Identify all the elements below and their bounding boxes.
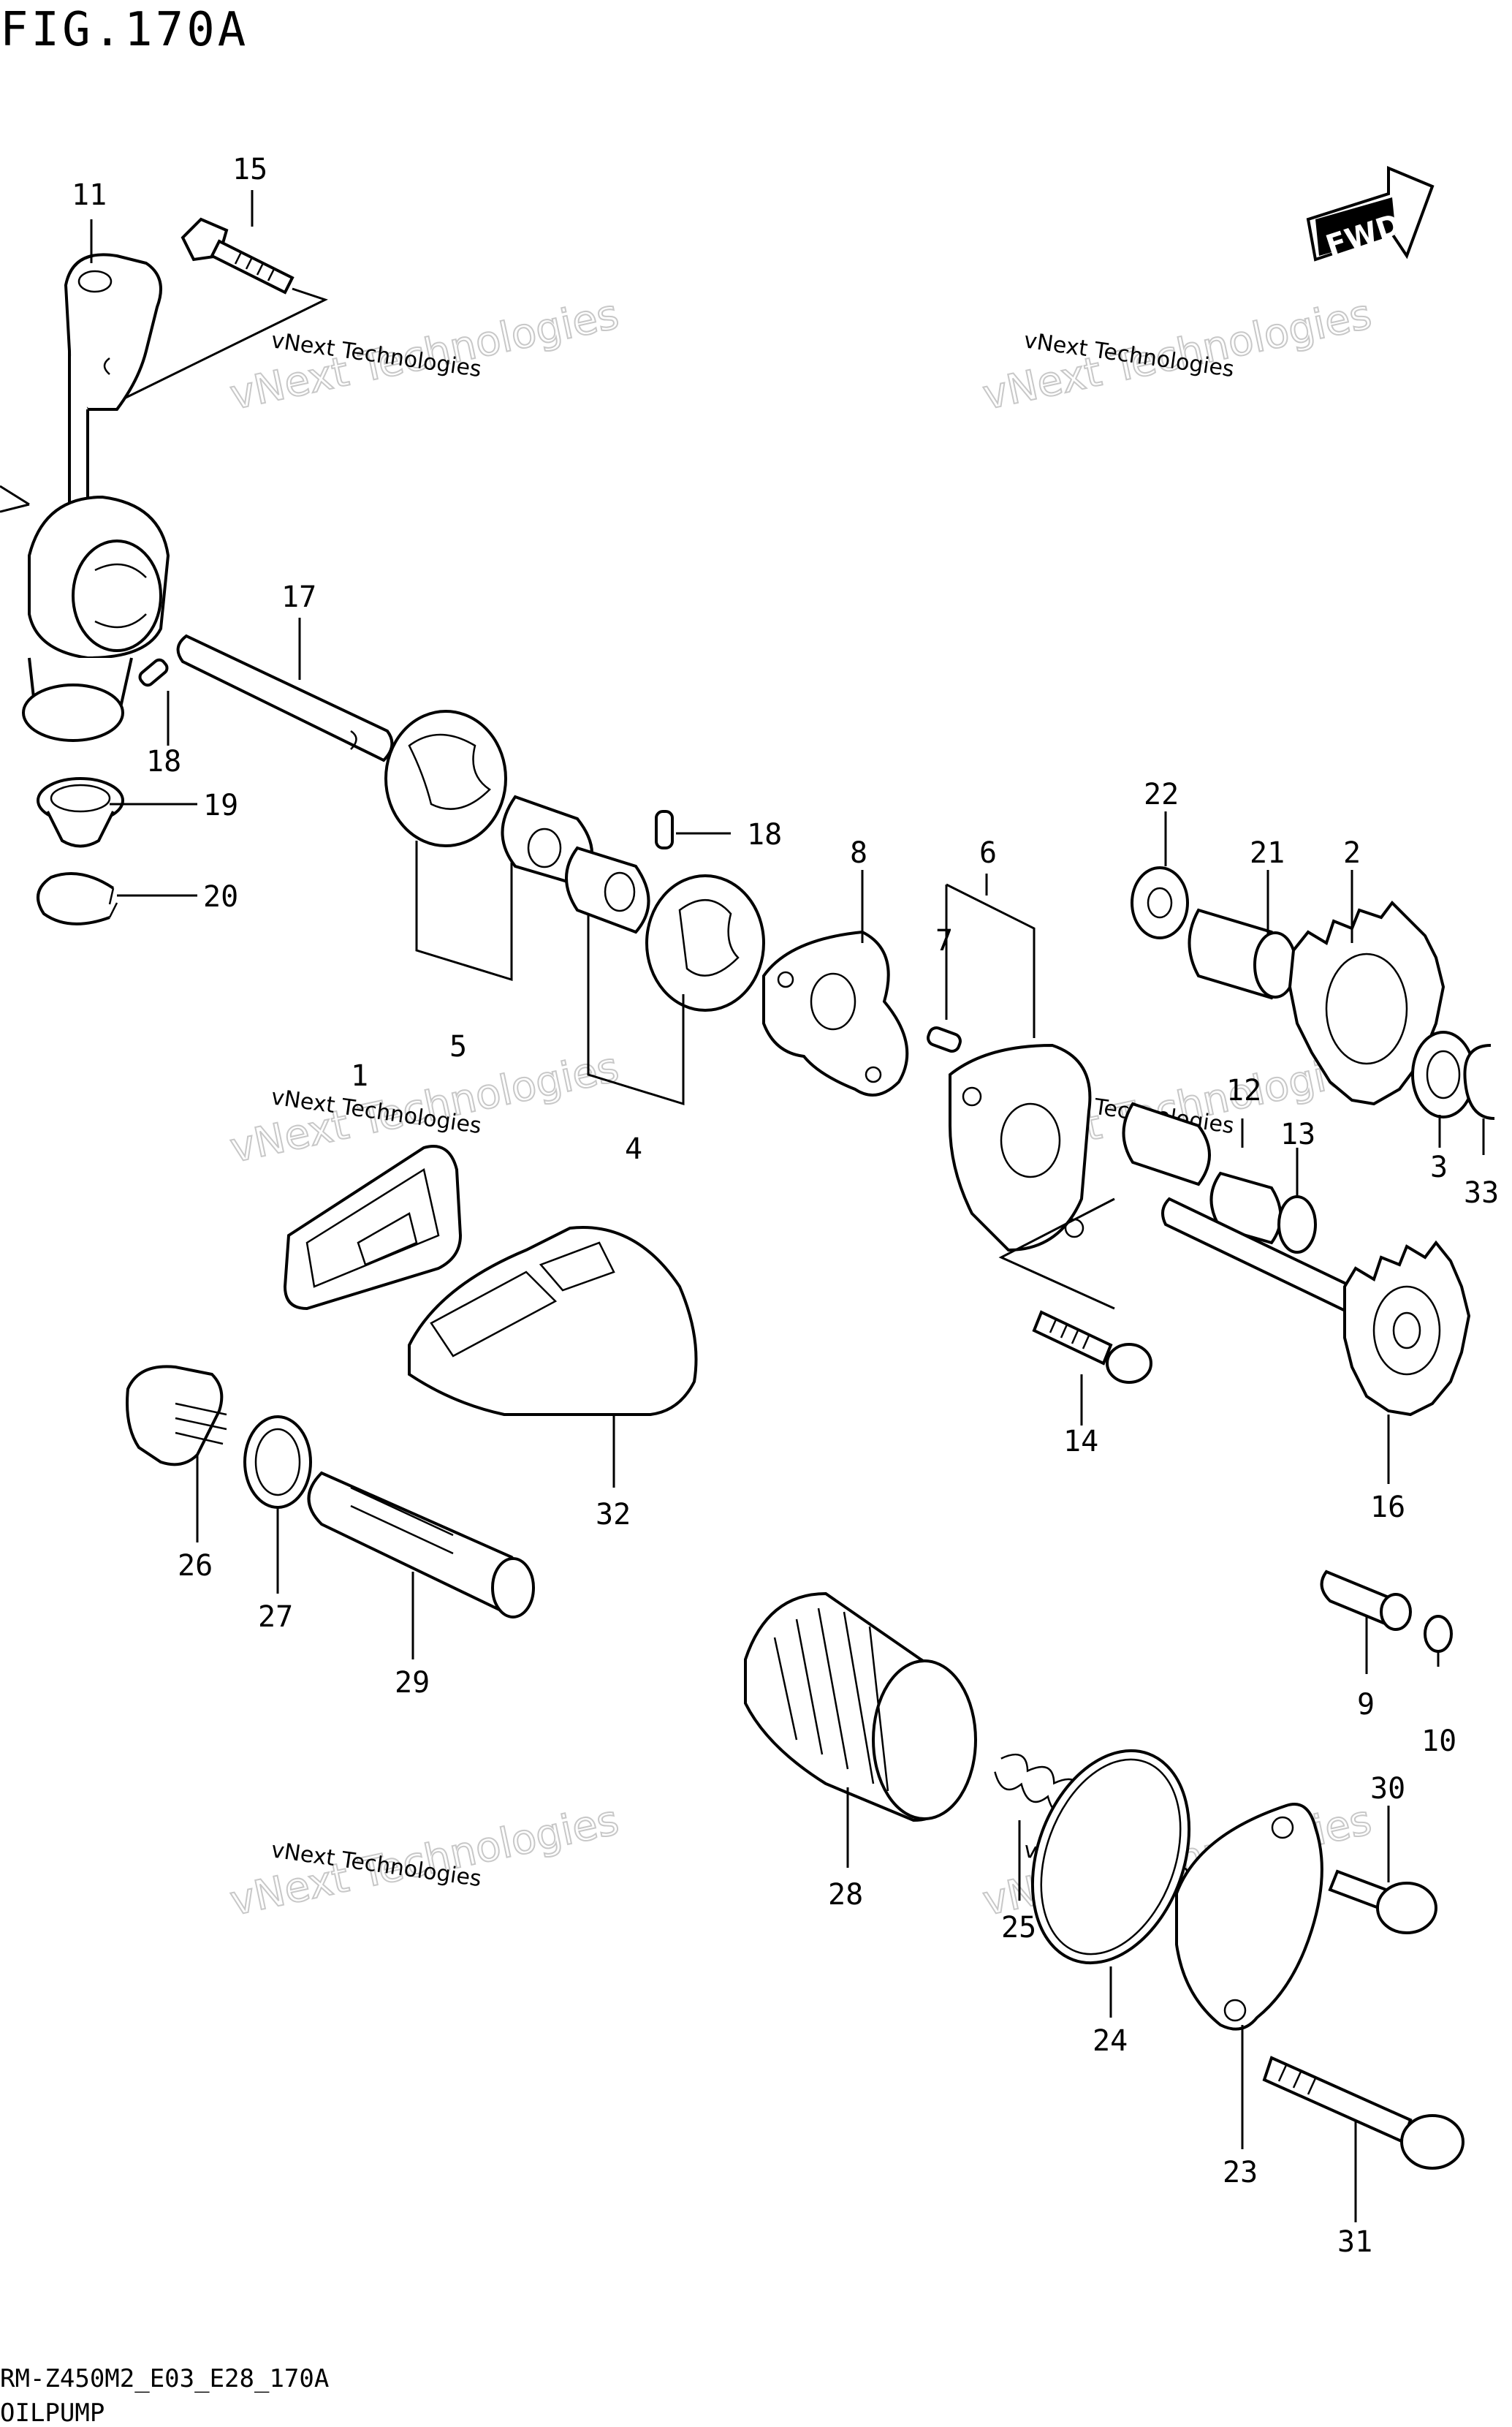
footer-code: RM-Z450M2_E03_E28_170A xyxy=(0,2364,329,2393)
callout-18a: 18 xyxy=(146,745,181,779)
part-9-fitting xyxy=(1320,1570,1412,1674)
bracket-5 xyxy=(415,841,513,982)
part-26-drain-plug xyxy=(126,1365,227,1542)
part-27-o-ring xyxy=(243,1415,312,1594)
part-14-bolt xyxy=(998,1197,1152,1384)
watermark-1: vNext Technologies vNext Technologies xyxy=(225,290,623,420)
callout-6: 6 xyxy=(979,836,997,870)
callout-18b: 18 xyxy=(747,818,782,852)
part-32-cover xyxy=(408,1226,698,1488)
figure-title: FIG.170A xyxy=(0,3,248,57)
part-12-sleeve xyxy=(1122,1102,1283,1245)
watermark-5: vNext Technologies vNext Technologies xyxy=(225,1796,623,1926)
footer-section: OILPUMP xyxy=(0,2398,105,2427)
callout-5: 5 xyxy=(449,1030,467,1064)
part-21-shaft xyxy=(1188,908,1297,1000)
part-18-pin-a xyxy=(138,658,169,687)
callout-4: 4 xyxy=(625,1132,642,1166)
part-2-sprocket xyxy=(1288,900,1445,1106)
callout-20: 20 xyxy=(203,880,238,914)
callout-3: 3 xyxy=(1430,1151,1448,1184)
part-22-washer xyxy=(1131,866,1189,939)
callout-13: 13 xyxy=(1280,1118,1315,1151)
callout-33: 33 xyxy=(1464,1176,1499,1210)
callout-22: 22 xyxy=(1144,778,1179,811)
part-29-strainer-tube xyxy=(307,1471,535,1659)
part-17-shaft xyxy=(176,634,394,762)
callout-8: 8 xyxy=(850,836,867,870)
part-10-washer xyxy=(1424,1615,1453,1653)
callout-7: 7 xyxy=(935,924,953,958)
callout-15: 15 xyxy=(232,153,267,186)
callout-21: 21 xyxy=(1250,836,1285,870)
part-4-rotor xyxy=(565,846,765,1012)
part-33-circlip xyxy=(1463,1044,1495,1120)
callout-26: 26 xyxy=(178,1549,213,1583)
callout-10: 10 xyxy=(1421,1724,1456,1758)
callout-16: 16 xyxy=(1370,1491,1405,1524)
part-23-filter-cap xyxy=(1175,1803,1323,2149)
watermark-2: vNext Technologies vNext Technologies xyxy=(978,290,1376,420)
callout-25: 25 xyxy=(1001,1911,1036,1945)
part-18-pin-b xyxy=(655,810,674,849)
callout-29: 29 xyxy=(395,1666,430,1700)
callout-2: 2 xyxy=(1343,836,1361,870)
part-1-gasket xyxy=(283,1145,463,1311)
bracket-4 xyxy=(587,914,685,1106)
callout-32: 32 xyxy=(596,1498,631,1531)
callout-31: 31 xyxy=(1337,2225,1372,2259)
part-30-bolt xyxy=(1328,1806,1437,1934)
part-28-oil-filter xyxy=(744,1591,977,1868)
callout-24: 24 xyxy=(1093,2024,1128,2058)
callout-12: 12 xyxy=(1226,1074,1261,1108)
callout-27: 27 xyxy=(258,1600,293,1634)
part-20-circlip xyxy=(37,872,118,925)
part-11-strainer-pipe xyxy=(0,253,170,742)
part-31-long-bolt xyxy=(1262,2056,1464,2222)
leader-lines xyxy=(90,190,1485,1667)
callout-23: 23 xyxy=(1223,2156,1258,2189)
callout-19: 19 xyxy=(203,789,238,822)
part-24-o-ring xyxy=(1030,1749,1191,2018)
part-15-bolt xyxy=(124,217,328,400)
callout-28: 28 xyxy=(828,1878,863,1912)
callout-labels: 11 15 17 18 19 20 18 8 7 6 22 21 2 5 4 1… xyxy=(72,153,1499,2259)
callout-30: 30 xyxy=(1370,1772,1405,1806)
part-7-dowel xyxy=(927,1026,962,1053)
callout-14: 14 xyxy=(1063,1425,1098,1458)
part-16-sprocket-shaft xyxy=(1161,1197,1471,1417)
part-8-plate xyxy=(762,930,909,1097)
fwd-arrow-icon: FWD xyxy=(1306,166,1435,263)
callout-17: 17 xyxy=(281,580,316,614)
callout-1: 1 xyxy=(351,1059,368,1093)
callout-11: 11 xyxy=(72,178,107,212)
part-13-o-ring xyxy=(1277,1195,1317,1254)
part-19-mesh-filter xyxy=(37,777,124,848)
callout-9: 9 xyxy=(1357,1688,1375,1722)
part-6-pump-body xyxy=(945,883,1092,1252)
